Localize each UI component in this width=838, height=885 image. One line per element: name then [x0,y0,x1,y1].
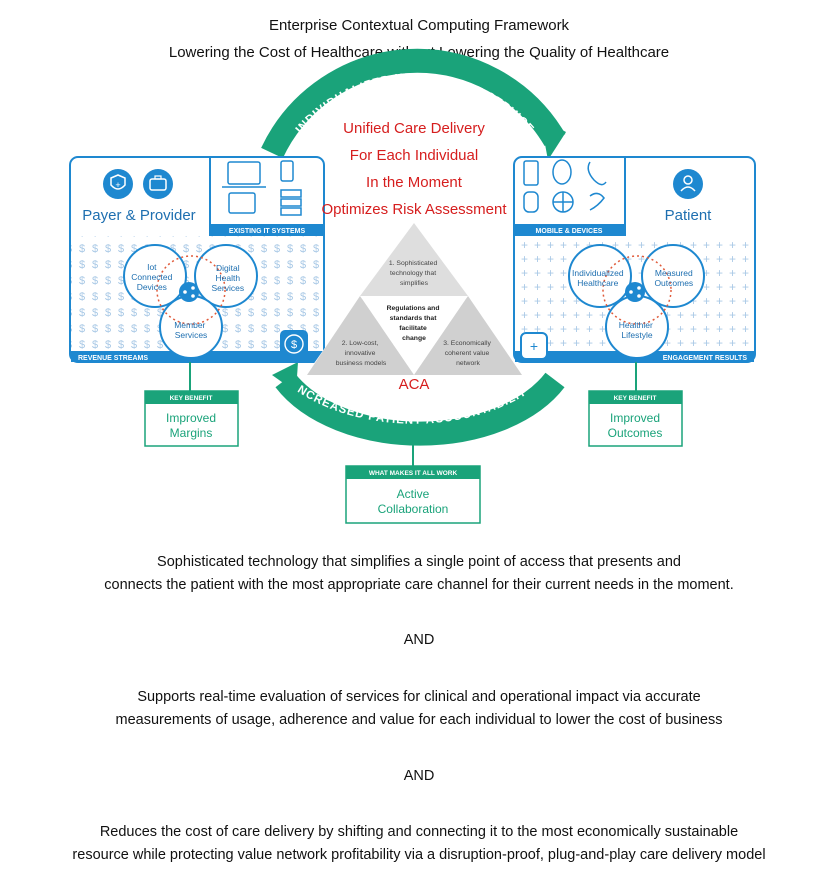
mobile-devices-label: MOBILE & DEVICES [536,228,603,235]
page-title: Enterprise Contextual Computing Framewor… [268,17,570,34]
bottom-arc-arrow [272,362,298,392]
red-line-1: Unified Care Delivery [343,120,485,137]
svg-text:WHAT MAKES IT ALL WORK: WHAT MAKES IT ALL WORK [369,470,458,477]
svg-text:3. Economically coherent: 3. Economically coherent value network [443,340,493,367]
payer-provider-title: Payer & Provider [82,207,195,224]
and-2: AND [403,768,435,784]
shield-icon [103,169,133,199]
framework-diagram: $ + INDIVIDUALIZED HEALTHCARE SERVICE IN… [69,48,756,524]
revenue-streams-label: REVENUE STREAMS [78,355,148,362]
svg-text:KEY BENEFIT: KEY BENEFIT [614,395,657,402]
and-1: AND [403,632,435,648]
svg-text:Collaboration: Collaboration [378,502,449,516]
svg-text:KEY BENEFIT: KEY BENEFIT [170,395,213,402]
top-arc-band [261,48,566,159]
patient-panel: MOBILE & DEVICES Patient ENGAGEMENT RESU… [513,156,756,363]
benefit-box-margins: KEY BENEFIT Improved Margins [144,390,239,447]
svg-text:Outcomes: Outcomes [608,426,663,440]
bottom-arc-band [275,372,565,446]
engagement-results-label: ENGAGEMENT RESULTS [663,355,748,362]
share-icon [625,282,645,302]
svg-text:+: + [530,338,538,354]
aca-label: ACA [398,376,430,393]
svg-text:$: $ [291,339,297,351]
svg-text:2. Low-cost, innovative: 2. Low-cost, innovative business models [336,340,387,367]
svg-text:Individualized Healthcar: Individualized Healthcare Measured Outco… [572,268,696,340]
svg-text:Active: Active [397,487,430,501]
paragraph-3: Reduces the cost of care delivery by shi… [72,824,766,863]
benefit-box-collaboration: WHAT MAKES IT ALL WORK Active Collaborat… [345,465,481,524]
medical-bag-icon [143,169,173,199]
central-triangle: 1. Sophisticated technology that simplif… [305,221,524,376]
svg-text:1. Sophisticated technol: 1. Sophisticated technology that simplif… [389,260,439,287]
svg-text:Margins: Margins [170,426,213,440]
patient-title: Patient [665,207,713,224]
existing-it-label: EXISTING IT SYSTEMS [229,228,306,235]
benefit-box-outcomes: KEY BENEFIT Improved Outcomes [588,390,683,447]
medical-kit-icon [520,332,548,360]
it-systems-icon [222,160,302,216]
dollar-icon [280,330,308,358]
svg-text:+: + [115,180,120,190]
top-arc-arrow [540,118,566,160]
paragraph-2: Supports real-time evaluation of service… [115,689,723,728]
svg-text:Iot Connected Devi: Iot Connected Devices Digital Health Ser… [131,262,246,340]
red-line-2: For Each Individual [349,147,479,164]
red-line-4: Optimizes Risk Assessment [321,201,507,218]
payer-provider-panel: + Payer & Provider EXISTING IT SYSTEMS R… [69,156,325,363]
red-line-3: In the Moment [366,174,462,191]
svg-text:Regulations and standard: Regulations and standards that facilitat… [387,305,442,342]
paragraph-1: Sophisticated technology that simplifies… [104,554,734,593]
share-icon [179,282,199,302]
svg-text:Improved: Improved [166,411,216,425]
svg-text:Improved: Improved [610,411,660,425]
mobile-devices-icon [523,159,607,213]
